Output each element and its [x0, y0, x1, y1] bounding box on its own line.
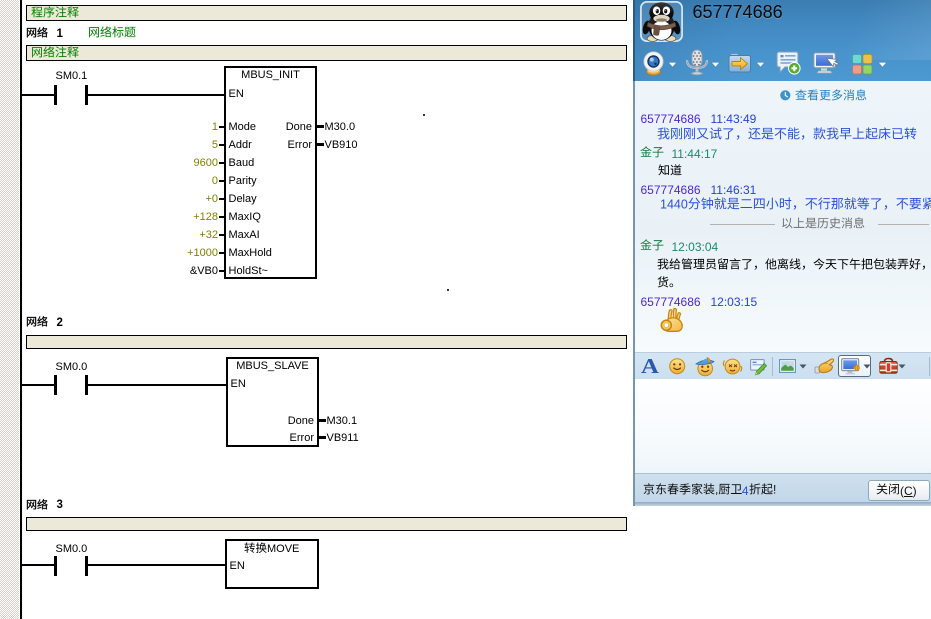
- svg-text:!: !: [773, 482, 776, 496]
- svg-text:MOVE: MOVE: [267, 543, 299, 555]
- svg-text:,: ,: [715, 482, 718, 496]
- svg-text:1440: 1440: [660, 197, 688, 211]
